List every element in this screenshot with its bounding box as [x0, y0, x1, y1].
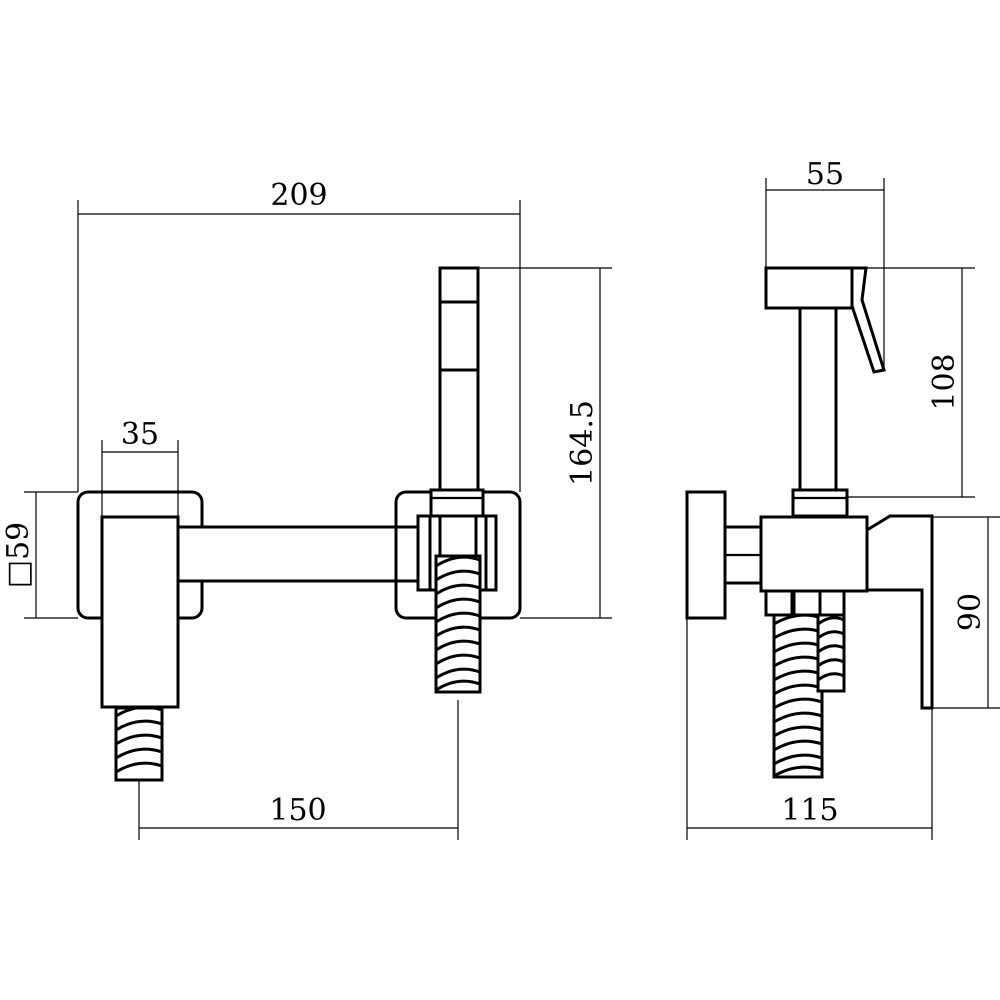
- dim-209-label: 209: [270, 178, 327, 213]
- left-valve-block: [100, 515, 180, 709]
- dim-hose-spacing: 150: [138, 700, 459, 840]
- left-hose: [114, 705, 164, 782]
- dim-plate-square: □59: [1, 491, 78, 619]
- dim-sprayer-height: 108: [847, 267, 975, 498]
- dim-150-label: 150: [269, 793, 326, 828]
- side-hose-short: [816, 613, 846, 693]
- dim-sprayer-width: 55: [765, 157, 885, 370]
- side-wall-plate: [685, 490, 727, 620]
- right-hose: [434, 554, 482, 694]
- dim-valve-height: 90: [932, 516, 1000, 709]
- dim-55-label: 55: [806, 157, 844, 192]
- dim-90-label: 90: [953, 593, 988, 631]
- side-view: 55 108 90 115: [685, 157, 1000, 840]
- connecting-pipe: [176, 525, 423, 583]
- side-valve-lever: [865, 514, 934, 710]
- side-valve-body: [759, 515, 869, 593]
- side-hose-long: [772, 613, 824, 779]
- side-sprayer-collar: [791, 488, 849, 518]
- dim-108-label: 108: [927, 353, 962, 410]
- dim-35-label: 35: [121, 417, 159, 452]
- dim-164-5-label: 164.5: [565, 400, 600, 486]
- side-sprayer-handle: [764, 266, 886, 492]
- dim-total-height: 164.5: [478, 267, 612, 619]
- dim-total-depth: 115: [686, 618, 933, 840]
- dim-overall-width: 209: [77, 178, 521, 492]
- dim-59-label: □59: [1, 522, 36, 589]
- dim-115-label: 115: [781, 793, 838, 828]
- dim-block-width: 35: [101, 417, 179, 517]
- front-view: 209 35 □59 164.5 150: [1, 178, 612, 840]
- sprayer-collar: [429, 488, 485, 518]
- hand-sprayer: [438, 266, 480, 492]
